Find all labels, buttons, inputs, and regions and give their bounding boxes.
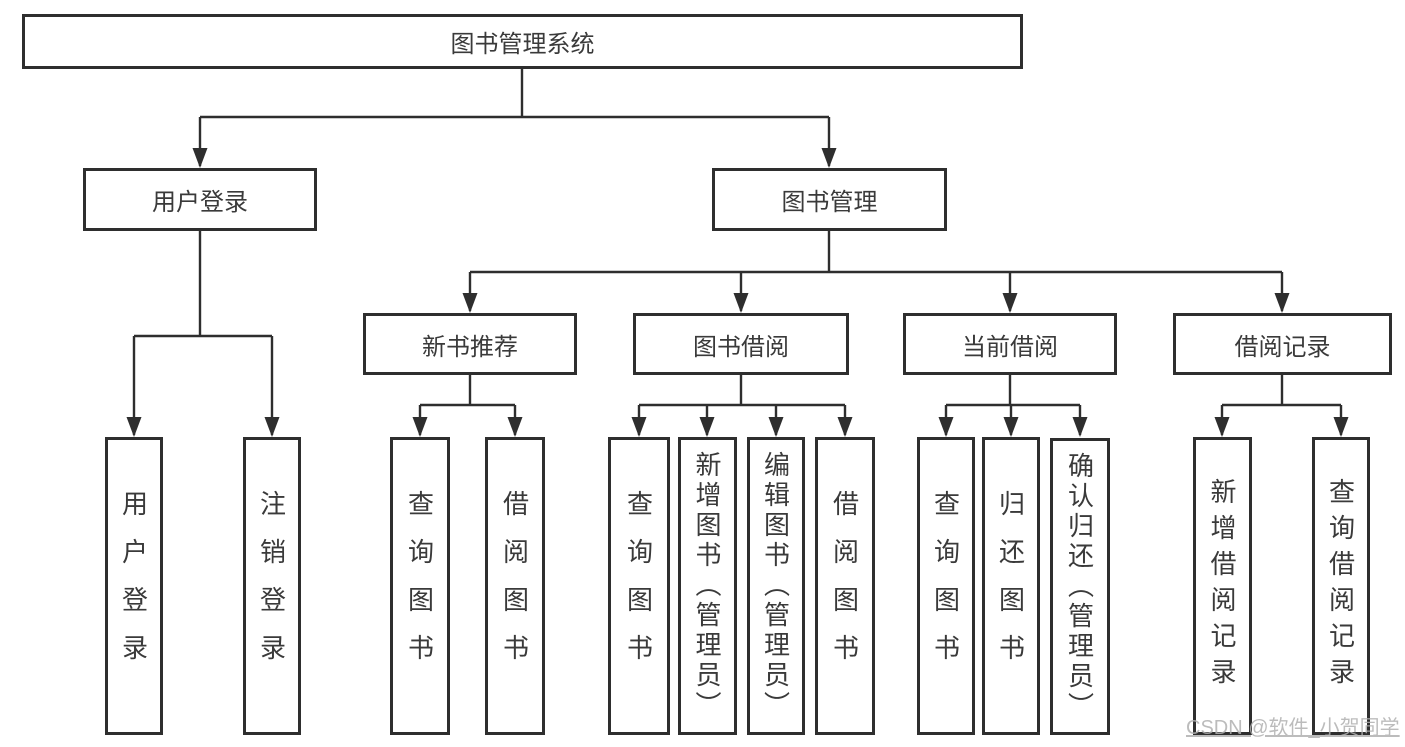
leaf-query-books-recommend: 查询图书	[390, 437, 450, 735]
node-book-borrowing: 图书借阅	[633, 313, 849, 375]
leaf-user-login: 用户登录	[105, 437, 163, 735]
leaf-query-borrow-record: 查询借阅记录	[1312, 437, 1370, 735]
arrow-down-icon	[507, 417, 523, 437]
leaf-confirm-return-admin: 确认归还（管理员）	[1050, 438, 1110, 735]
node-new-book-recommendation: 新书推荐	[363, 313, 577, 375]
arrow-down-icon	[462, 293, 478, 313]
arrow-down-icon	[1003, 417, 1019, 437]
arrow-down-icon	[1072, 417, 1088, 437]
arrow-down-icon	[1002, 293, 1018, 313]
arrow-down-icon	[1214, 417, 1230, 437]
arrow-down-icon	[938, 417, 954, 437]
arrow-down-icon	[821, 148, 837, 168]
arrowhead-icons	[126, 148, 1349, 437]
leaf-query-books-borrowing: 查询图书	[608, 437, 670, 735]
arrow-down-icon	[1274, 293, 1290, 313]
node-current-borrowing: 当前借阅	[903, 313, 1117, 375]
arrow-down-icon	[1333, 417, 1349, 437]
node-user-login: 用户登录	[83, 168, 317, 231]
leaf-return-books: 归还图书	[982, 437, 1040, 735]
node-borrowing-records: 借阅记录	[1173, 313, 1392, 375]
arrow-down-icon	[192, 148, 208, 168]
node-library-management-system: 图书管理系统	[22, 14, 1023, 69]
arrow-down-icon	[699, 417, 715, 437]
arrow-down-icon	[837, 417, 853, 437]
arrow-down-icon	[768, 417, 784, 437]
leaf-add-books-admin: 新增图书（管理员）	[678, 437, 737, 735]
leaf-logout: 注销登录	[243, 437, 301, 735]
arrow-down-icon	[733, 293, 749, 313]
connector-path	[132, 69, 1343, 435]
leaf-add-borrow-record: 新增借阅记录	[1193, 437, 1252, 735]
arrow-down-icon	[126, 417, 142, 437]
leaf-query-books-current: 查询图书	[917, 437, 975, 735]
csdn-watermark: CSDN @软件_小贺同学	[1186, 717, 1400, 739]
arrow-down-icon	[631, 417, 647, 437]
leaf-edit-books-admin: 编辑图书（管理员）	[747, 437, 805, 735]
leaf-borrow-books: 借阅图书	[815, 437, 875, 735]
arrow-down-icon	[264, 417, 280, 437]
leaf-borrow-books-recommend: 借阅图书	[485, 437, 545, 735]
arrow-down-icon	[412, 417, 428, 437]
node-book-management: 图书管理	[712, 168, 947, 231]
